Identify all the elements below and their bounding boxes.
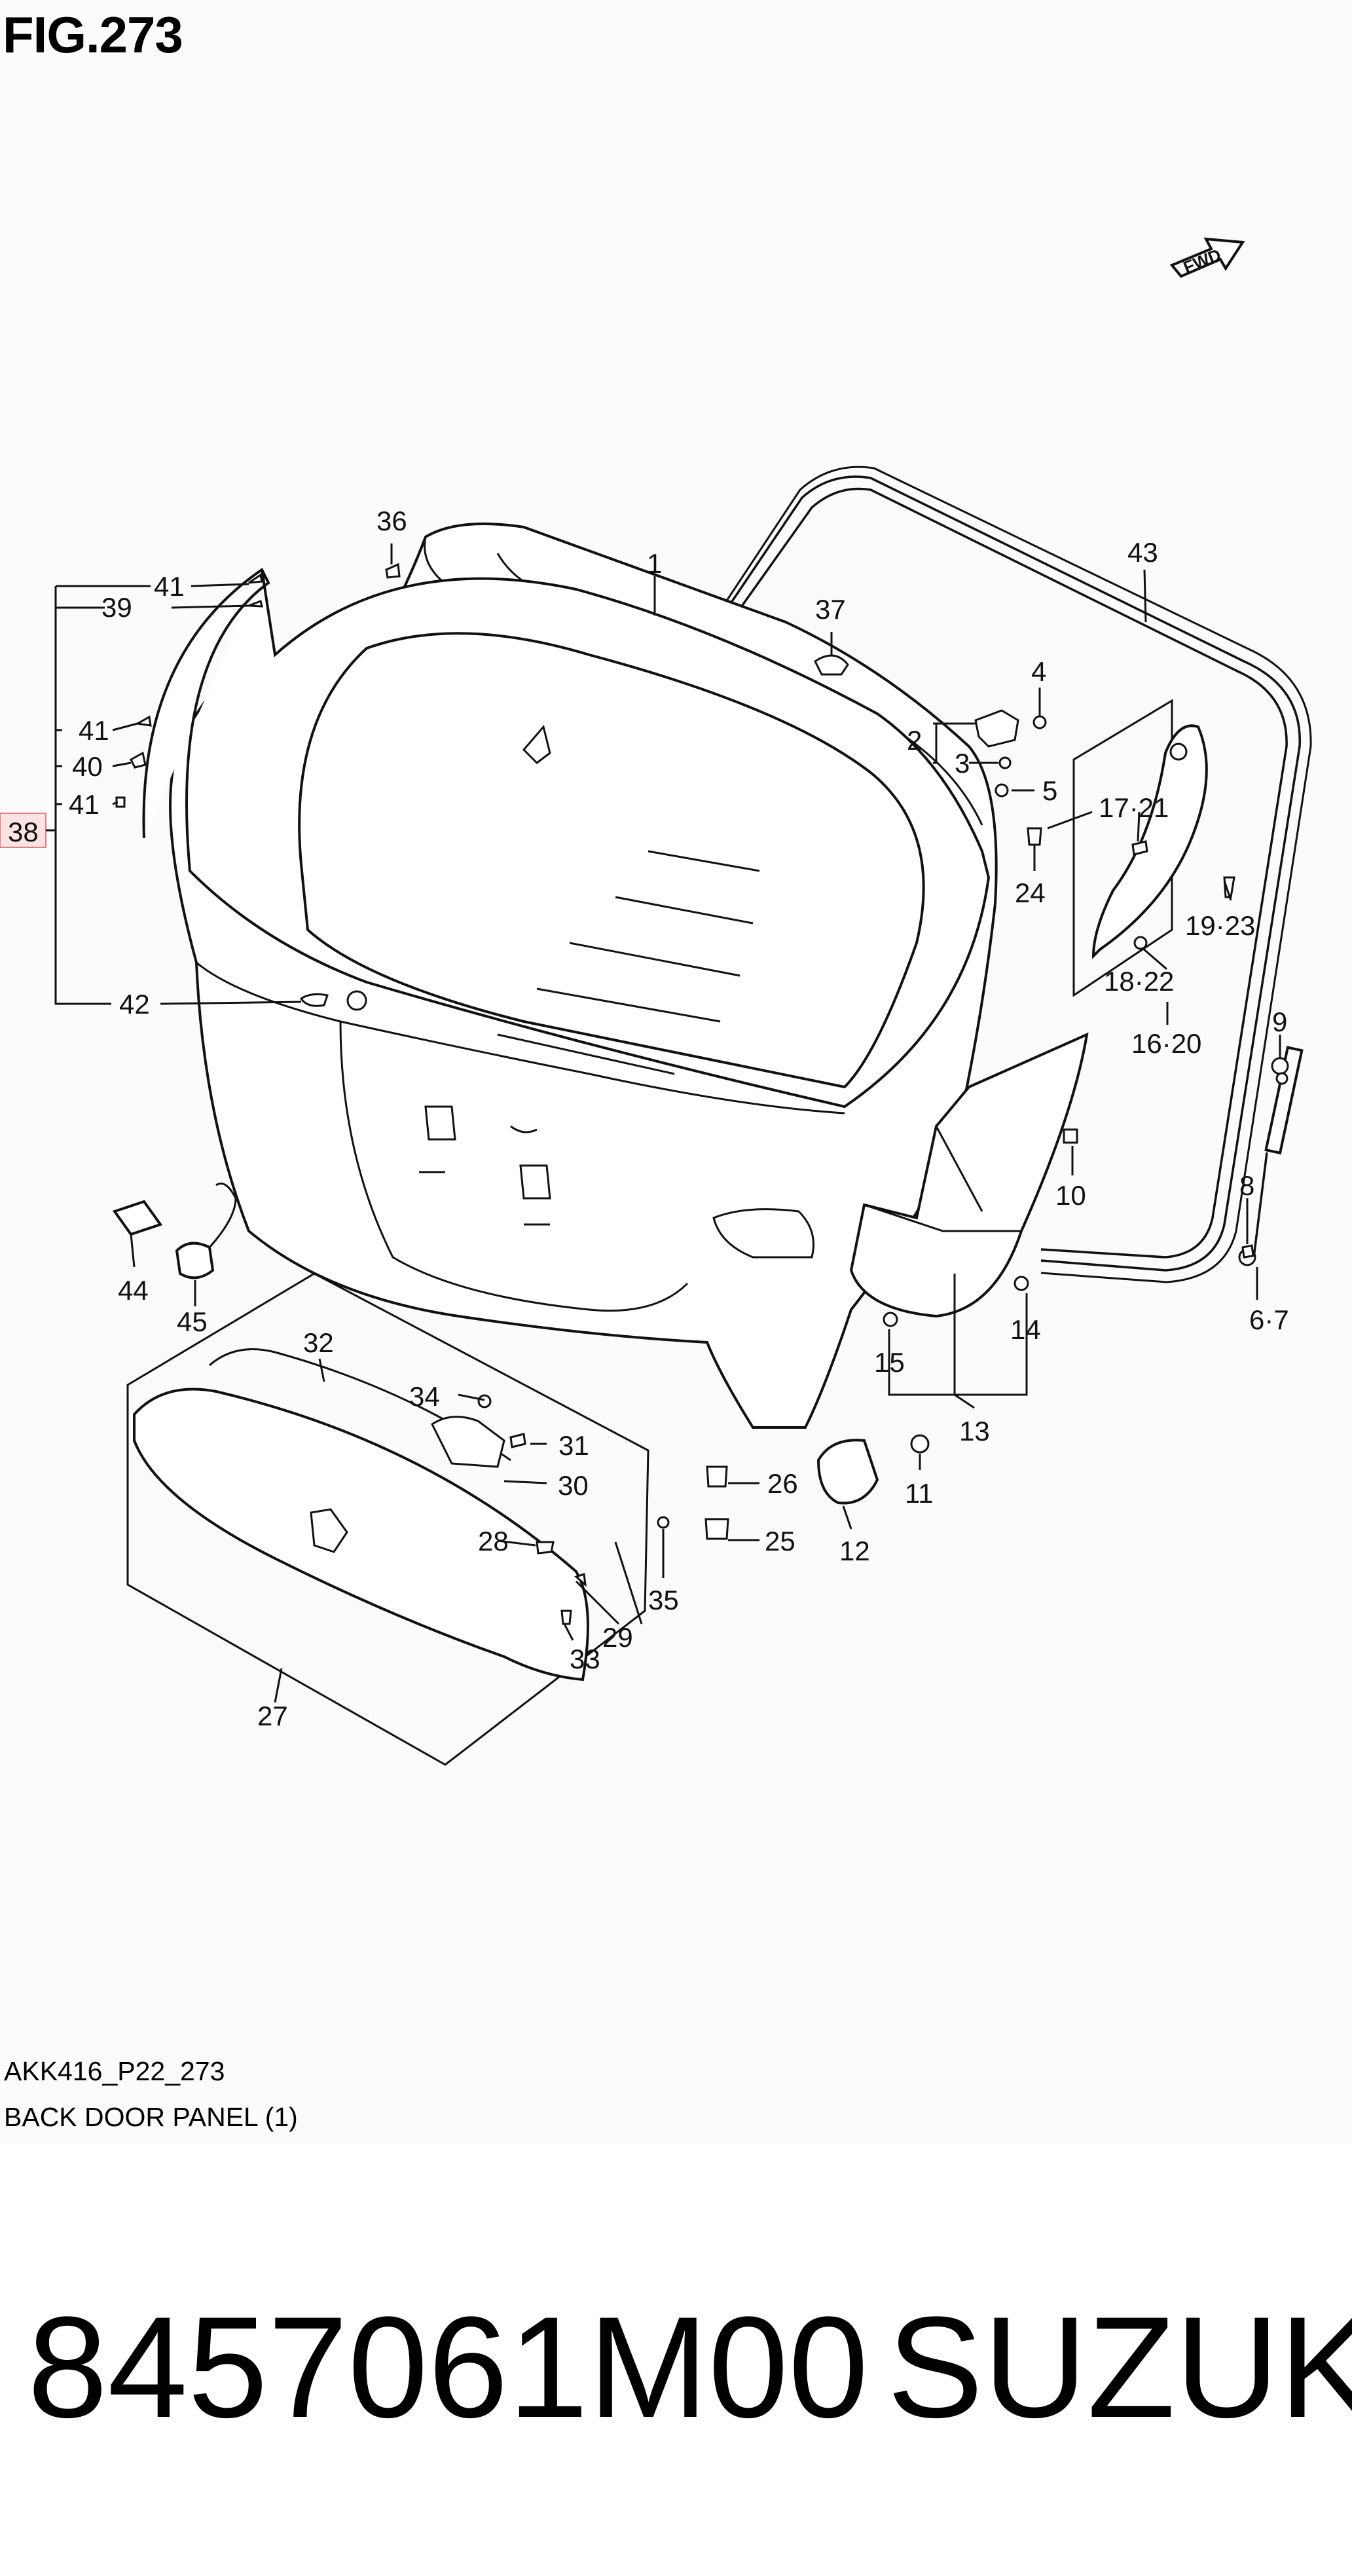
callout-9: 9 bbox=[1272, 1006, 1287, 1037]
garnish-box bbox=[126, 1272, 670, 1766]
highlight-38 bbox=[0, 813, 46, 848]
callout-14: 14 bbox=[1010, 1314, 1041, 1345]
emblem-mark-icon bbox=[522, 724, 551, 764]
callout-43: 43 bbox=[1127, 537, 1158, 568]
fwd-label: FWD bbox=[1180, 245, 1224, 278]
callout-3: 3 bbox=[955, 748, 970, 779]
callout-41-middle: 41 bbox=[79, 715, 109, 746]
lamp-switch-parts bbox=[112, 1183, 237, 1279]
callout-40: 40 bbox=[72, 751, 103, 782]
callout-10: 10 bbox=[1055, 1180, 1086, 1211]
callout-19-23: 19·23 bbox=[1185, 910, 1255, 941]
figure-title: FIG.273 bbox=[3, 6, 183, 64]
callout-18-22: 18·22 bbox=[1104, 966, 1174, 997]
inner-bracket bbox=[849, 1032, 1089, 1454]
callout-41-top: 41 bbox=[154, 571, 185, 602]
callout-45: 45 bbox=[177, 1306, 208, 1337]
gas-strut bbox=[1238, 1046, 1304, 1266]
callout-35: 35 bbox=[648, 1585, 679, 1615]
callout-37: 37 bbox=[815, 594, 846, 625]
diagram-reference-code: AKK416_P22_273 bbox=[4, 2056, 225, 2086]
callout-25: 25 bbox=[765, 1526, 795, 1556]
callout-12: 12 bbox=[839, 1536, 870, 1566]
callout-44: 44 bbox=[118, 1275, 149, 1306]
callout-41-lower: 41 bbox=[69, 789, 100, 820]
callout-34: 34 bbox=[409, 1381, 440, 1412]
callout-33: 33 bbox=[570, 1644, 600, 1674]
callout-28: 28 bbox=[478, 1526, 509, 1556]
callout-4: 4 bbox=[1031, 656, 1046, 687]
rear-window-glass bbox=[142, 568, 991, 1109]
callout-13: 13 bbox=[959, 1416, 990, 1446]
callout-36: 36 bbox=[376, 506, 407, 536]
lower-small-parts bbox=[704, 1439, 879, 1540]
callout-31: 31 bbox=[558, 1430, 589, 1461]
weatherstrip bbox=[709, 466, 1312, 1283]
brand-name: SUZUKI bbox=[887, 2287, 1352, 2448]
callout-32: 32 bbox=[303, 1327, 334, 1358]
callout-27: 27 bbox=[257, 1701, 288, 1731]
callout-2: 2 bbox=[907, 725, 922, 756]
callout-6-7: 6·7 bbox=[1249, 1304, 1289, 1335]
callout-42: 42 bbox=[119, 989, 150, 1020]
callout-29: 29 bbox=[602, 1622, 633, 1653]
exploded-diagram: FWD bbox=[0, 237, 1312, 1766]
hinge-parts bbox=[814, 654, 1047, 846]
callout-38: 38 bbox=[8, 817, 39, 847]
trim-assembly bbox=[1072, 699, 1235, 997]
callout-24: 24 bbox=[1015, 877, 1046, 908]
callout-26: 26 bbox=[767, 1468, 798, 1499]
diagram-caption: BACK DOOR PANEL (1) bbox=[4, 2102, 298, 2132]
callout-39: 39 bbox=[101, 592, 132, 623]
callout-5: 5 bbox=[1042, 775, 1057, 806]
callout-labels: 1 2 3 4 5 6·7 8 9 10 11 12 13 14 15 16·2… bbox=[8, 506, 1289, 1731]
callout-1: 1 bbox=[647, 548, 662, 579]
small-parts-left bbox=[115, 562, 401, 1007]
callout-16-20: 16·20 bbox=[1131, 1028, 1201, 1059]
callout-8: 8 bbox=[1239, 1170, 1254, 1201]
part-number: 8457061M00 bbox=[27, 2287, 869, 2448]
callout-17-21: 17·21 bbox=[1099, 792, 1169, 823]
fwd-arrow-icon: FWD bbox=[1169, 237, 1245, 278]
leader-lines bbox=[46, 543, 1281, 1703]
callout-30: 30 bbox=[558, 1470, 589, 1501]
callout-11: 11 bbox=[905, 1478, 934, 1509]
callout-15: 15 bbox=[874, 1347, 905, 1378]
